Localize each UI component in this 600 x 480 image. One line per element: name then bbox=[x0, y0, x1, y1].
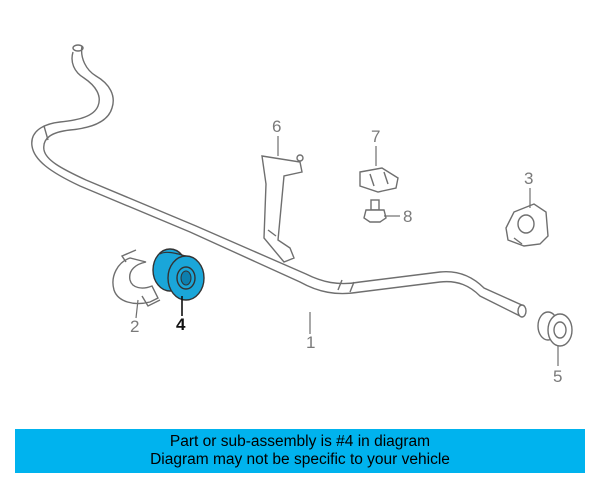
callout-8[interactable]: 8 bbox=[403, 207, 412, 226]
callout-6[interactable]: 6 bbox=[272, 117, 281, 136]
leader-2 bbox=[135, 299, 139, 319]
banner-line-2: Diagram may not be specific to your vehi… bbox=[150, 451, 450, 468]
callout-5[interactable]: 5 bbox=[553, 367, 562, 386]
bolt-part-8[interactable] bbox=[363, 199, 387, 223]
parts-diagram: 1 2 3 4 5 6 7 8 bbox=[31, 44, 573, 386]
stabilizer-bar[interactable] bbox=[31, 44, 527, 318]
clip-part-7[interactable] bbox=[359, 167, 399, 193]
bushing-part-5[interactable] bbox=[537, 311, 573, 347]
callout-7[interactable]: 7 bbox=[371, 127, 380, 146]
callout-4[interactable]: 4 bbox=[176, 315, 186, 334]
callout-3[interactable]: 3 bbox=[524, 169, 533, 188]
info-banner: Part or sub-assembly is #4 in diagram Di… bbox=[15, 429, 585, 473]
callout-1[interactable]: 1 bbox=[306, 333, 315, 352]
bracket-part-2[interactable] bbox=[112, 249, 161, 307]
callout-2[interactable]: 2 bbox=[130, 317, 139, 336]
bracket-part-3[interactable] bbox=[505, 203, 549, 247]
bracket-part-6[interactable] bbox=[261, 154, 304, 263]
bushing-part-4[interactable] bbox=[152, 248, 205, 301]
banner-line-1: Part or sub-assembly is #4 in diagram bbox=[169, 433, 431, 450]
